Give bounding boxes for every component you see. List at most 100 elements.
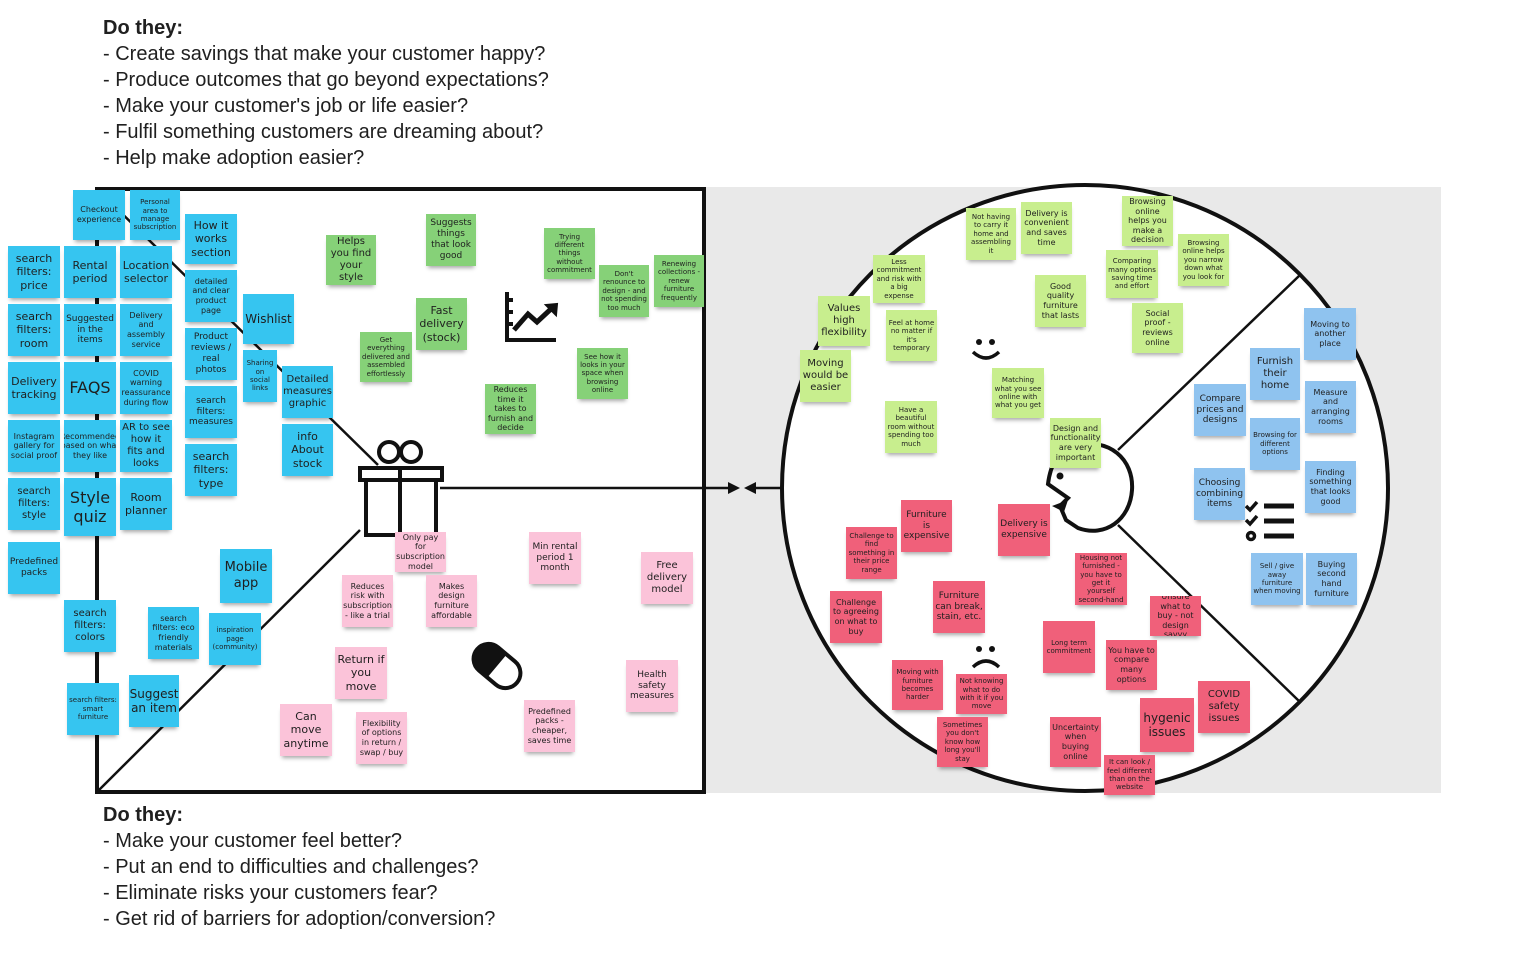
sticky-note-gain[interactable]: Moving would be easier	[800, 350, 851, 402]
sticky-note-gain[interactable]: Values high flexibility	[818, 296, 870, 346]
sticky-note-gain[interactable]: Browsing online helps you make a decisio…	[1122, 196, 1173, 246]
sticky-note-pain-reliever[interactable]: Reduces risk with subscription - like a …	[342, 575, 393, 627]
sticky-note-product[interactable]: detailed and clear product page	[185, 270, 237, 322]
sticky-note-product[interactable]: Delivery and assembly service	[120, 304, 172, 356]
sticky-note-product[interactable]: search filters: room	[8, 304, 60, 356]
sticky-note-job[interactable]: Choosing combining items	[1194, 468, 1245, 520]
sticky-note-gain-creator[interactable]: Fast delivery (stock)	[416, 298, 467, 350]
sticky-note-gain[interactable]: Have a beautiful room without spending t…	[885, 401, 937, 453]
sticky-note-gain[interactable]: Design and functionality are very import…	[1050, 418, 1101, 468]
sticky-note-job[interactable]: Furnish their home	[1250, 348, 1300, 400]
sticky-note-pain[interactable]: Delivery is expensive	[998, 504, 1050, 556]
sticky-note-pain-reliever[interactable]: Can move anytime	[280, 704, 332, 756]
top-question-item: - Make your customer's job or life easie…	[103, 95, 469, 117]
sticky-note-product[interactable]: search filters: type	[185, 444, 237, 496]
sticky-note-pain[interactable]: Sometimes you don't know how long you'll…	[937, 717, 988, 767]
sticky-note-product[interactable]: Predefined packs	[8, 542, 60, 594]
fit-arrow-right-icon	[728, 482, 740, 494]
sticky-note-gain[interactable]: Social proof - reviews online	[1132, 303, 1183, 353]
sticky-note-job[interactable]: Moving to another place	[1304, 308, 1356, 360]
sticky-note-pain[interactable]: Furniture can break, stain, etc.	[933, 581, 985, 633]
sticky-note-job[interactable]: Measure and arranging rooms	[1305, 381, 1356, 433]
sticky-note-product[interactable]: info About stock	[282, 424, 333, 476]
sticky-note-pain-reliever[interactable]: Makes design furniture affordable	[426, 575, 477, 627]
sticky-note-pain[interactable]: Challenge to agreeing on what to buy	[830, 591, 882, 643]
bottom-question-item: - Put an end to difficulties and challen…	[103, 856, 479, 878]
sticky-note-product[interactable]: FAQS	[64, 362, 116, 414]
sticky-note-pain[interactable]: COVID safety issues	[1198, 681, 1250, 733]
sticky-note-product[interactable]: search filters: colors	[64, 600, 116, 652]
sticky-note-pain-reliever[interactable]: Free delivery model	[641, 552, 693, 604]
sticky-note-gain[interactable]: Good quality furniture that lasts	[1035, 275, 1086, 327]
sticky-note-job[interactable]: Buying second hand furniture	[1306, 553, 1357, 605]
sticky-note-gain-creator[interactable]: Helps you find your style	[326, 235, 376, 285]
customer-profile-divider-down	[1117, 524, 1301, 703]
sticky-note-pain[interactable]: Challenge to find something in their pri…	[846, 527, 897, 579]
sticky-note-product[interactable]: search filters: smart furniture	[67, 683, 119, 735]
sticky-note-gain-creator[interactable]: Reduces time it takes to furnish and dec…	[485, 384, 536, 434]
sticky-note-product[interactable]: Personal area to manage subscription	[130, 190, 180, 240]
sticky-note-product[interactable]: Rental period	[64, 246, 116, 298]
sticky-note-gain[interactable]: Browsing online helps you narrow down wh…	[1178, 234, 1229, 286]
sticky-note-product[interactable]: Suggest an item	[129, 675, 179, 727]
sticky-note-product[interactable]: Instagram gallery for social proof	[8, 420, 60, 472]
sticky-note-gain-creator[interactable]: Don't renounce to design - and not spend…	[599, 265, 649, 317]
sticky-note-product[interactable]: search filters: price	[8, 246, 60, 298]
sticky-note-product[interactable]: Wishlist	[243, 294, 294, 344]
sticky-note-product[interactable]: Mobile app	[220, 549, 272, 603]
sticky-note-product[interactable]: Sharing on social links	[243, 350, 277, 402]
sticky-note-product[interactable]: Checkout experience	[73, 190, 125, 240]
sticky-note-product[interactable]: Style quiz	[64, 478, 116, 536]
sticky-note-product[interactable]: Delivery tracking	[8, 362, 60, 414]
sticky-note-pain[interactable]: Furniture is expensive	[901, 500, 952, 552]
sticky-note-product[interactable]: search filters: style	[8, 478, 60, 530]
sticky-note-product[interactable]: search filters: eco friendly materials	[148, 607, 199, 659]
sticky-note-product[interactable]: Recommended based on what they like	[64, 420, 116, 472]
sticky-note-pain-reliever[interactable]: Return if you move	[335, 647, 387, 699]
sticky-note-gain[interactable]: Not having to carry it home and assembli…	[966, 208, 1016, 260]
sticky-note-product[interactable]: How it works section	[185, 214, 237, 264]
bottom-question-item: - Make your customer feel better?	[103, 830, 403, 852]
sticky-note-pain[interactable]: Moving with furniture becomes harder	[892, 660, 943, 710]
sticky-note-pain-reliever[interactable]: Only pay for subscription model	[395, 532, 446, 572]
sticky-note-pain[interactable]: Not knowing what to do with it if you mo…	[956, 674, 1007, 714]
sticky-note-pain-reliever[interactable]: Flexibility of options in return / swap …	[356, 712, 407, 764]
sticky-note-product[interactable]: Detailed measures graphic	[282, 366, 333, 418]
sticky-note-product[interactable]: COVID warning reassurance during flow	[120, 362, 172, 414]
sticky-note-pain[interactable]: hygenic issues	[1140, 698, 1194, 752]
sticky-note-gain[interactable]: Feel at home no matter if it's temporary	[886, 310, 937, 361]
sticky-note-job[interactable]: Sell / give away furniture when moving	[1251, 553, 1303, 605]
sticky-note-pain[interactable]: You have to compare many options	[1106, 640, 1157, 690]
sticky-note-pain[interactable]: Uncertainty when buying online	[1050, 717, 1101, 767]
bottom-question-item: - Eliminate risks your customers fear?	[103, 882, 438, 904]
sticky-note-product[interactable]: search filters: measures	[185, 386, 237, 438]
sticky-note-pain[interactable]: Housing not furnished - you have to get …	[1075, 553, 1127, 605]
sticky-note-job[interactable]: Compare prices and designs	[1194, 384, 1246, 436]
sticky-note-pain[interactable]: Unsure what to buy - not design savvy	[1150, 596, 1201, 636]
sticky-note-pain-reliever[interactable]: Predefined packs - cheaper, saves time	[524, 700, 575, 752]
sticky-note-pain[interactable]: It can look / feel different than on the…	[1104, 755, 1155, 795]
sticky-note-gain-creator[interactable]: Get everything delivered and assembled e…	[360, 332, 412, 382]
sticky-note-pain-reliever[interactable]: Min rental period 1 month	[529, 532, 581, 584]
sticky-note-job[interactable]: Browsing for different options	[1250, 418, 1300, 470]
sticky-note-gain[interactable]: Matching what you see online with what y…	[992, 368, 1044, 418]
bottom-questions: Do they: - Make your customer feel bette…	[103, 802, 495, 932]
sticky-note-gain-creator[interactable]: Renewing collections - renew furniture f…	[654, 255, 704, 307]
sticky-note-gain[interactable]: Delivery is convenient and saves time	[1021, 202, 1072, 254]
sticky-note-job[interactable]: Finding something that looks good	[1305, 461, 1356, 513]
sticky-note-pain-reliever[interactable]: Health safety measures	[626, 660, 678, 712]
sticky-note-product[interactable]: AR to see how it fits and looks	[120, 420, 172, 472]
sticky-note-gain[interactable]: Less commitment and risk with a big expe…	[873, 255, 925, 303]
sticky-note-gain-creator[interactable]: Suggests things that look good	[426, 214, 476, 266]
sticky-note-gain-creator[interactable]: See how it looks in your space when brow…	[577, 348, 628, 399]
checklist-icon	[1244, 500, 1294, 542]
sticky-note-product[interactable]: inspiration page (community)	[209, 613, 261, 665]
sticky-note-gain[interactable]: Comparing many options saving time and e…	[1106, 250, 1158, 298]
sticky-note-pain[interactable]: Long term commitment	[1043, 621, 1095, 673]
sticky-note-product[interactable]: Location selector	[120, 246, 172, 298]
sticky-note-product[interactable]: Product reviews / real photos	[185, 328, 237, 380]
sticky-note-gain-creator[interactable]: Trying different things without commitme…	[544, 228, 595, 279]
sticky-note-product[interactable]: Room planner	[120, 478, 172, 530]
frown-face-icon	[971, 646, 1001, 669]
sticky-note-product[interactable]: Suggested in the items	[64, 304, 116, 356]
